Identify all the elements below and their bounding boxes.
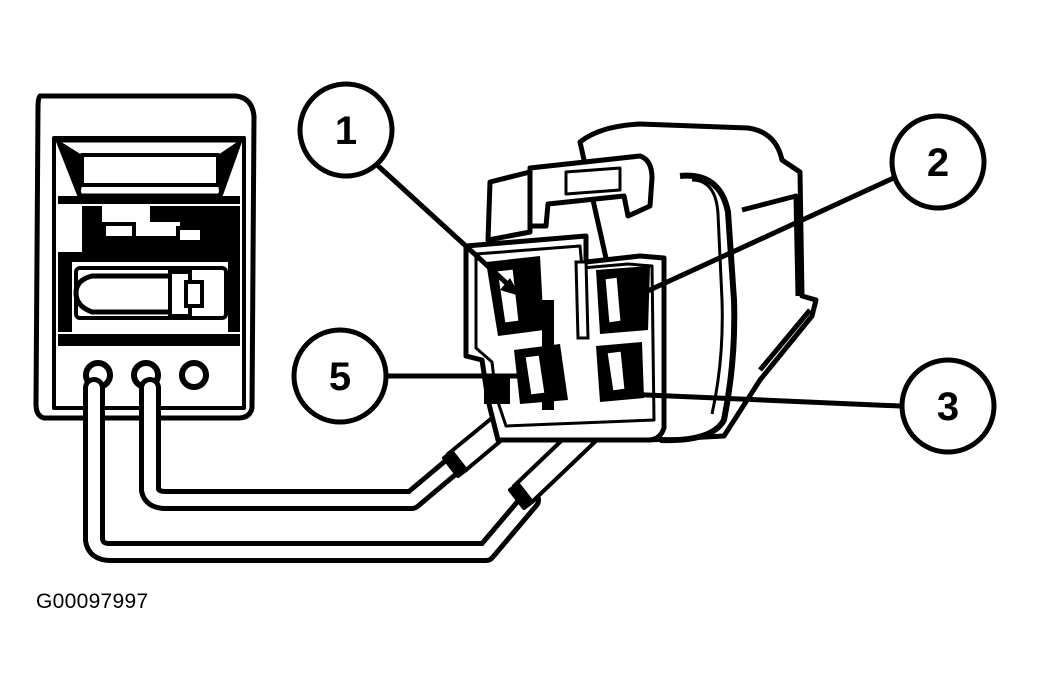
callout-5: 5	[291, 327, 389, 425]
callout-2-label: 2	[927, 141, 949, 185]
leader-lines	[373, 161, 903, 409]
callout-5-label: 5	[329, 355, 351, 399]
callout-1: 1	[297, 81, 395, 179]
meter-controls	[73, 222, 228, 320]
leader-arrowheads	[500, 278, 642, 304]
callout-3: 3	[899, 357, 997, 455]
meter-jacks	[83, 360, 209, 390]
callout-3-label: 3	[937, 385, 959, 429]
test-leads	[83, 377, 541, 563]
callout-2: 2	[889, 113, 987, 211]
terminal-pins	[494, 260, 628, 398]
figure-id: G00097997	[36, 590, 149, 613]
callout-1-label: 1	[335, 109, 357, 153]
